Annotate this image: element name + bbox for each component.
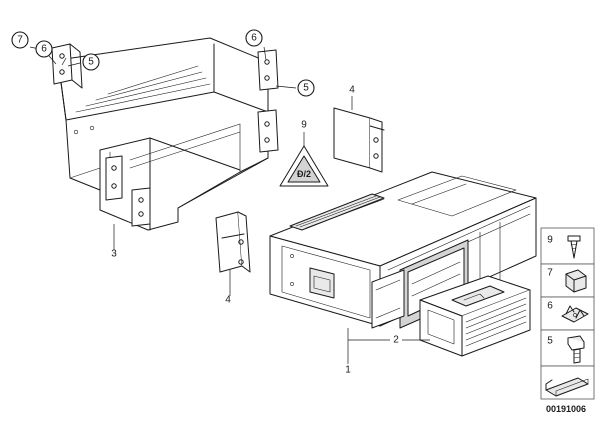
warning-symbol-text: Đ/2 xyxy=(297,169,311,179)
callout-9-label: 9 xyxy=(301,120,307,131)
legend-item-6-number: 6 xyxy=(547,301,553,312)
screw-icon xyxy=(567,235,581,259)
spring-clip-icon xyxy=(561,305,589,323)
part-label-4-lower: 4 xyxy=(225,295,231,306)
warning-triangle-icon: Đ/2 xyxy=(279,145,329,187)
callout-5-left: 5 xyxy=(82,53,100,71)
legend-item-5: 5 xyxy=(540,329,595,367)
cd-magazine-part-2 xyxy=(419,275,531,357)
callout-7-label: 7 xyxy=(17,35,23,46)
cd-changer-part-1 xyxy=(269,171,537,329)
part-label-4-upper: 4 xyxy=(349,85,355,96)
shim-wedge-icon xyxy=(545,377,589,397)
callout-5-right-label: 5 xyxy=(303,83,309,94)
legend-item-shim xyxy=(540,365,595,400)
legend-item-6: 6 xyxy=(540,296,595,331)
callout-6-left: 6 xyxy=(35,40,53,58)
callout-6-right-label: 6 xyxy=(251,33,257,44)
bolt-icon xyxy=(567,335,585,364)
document-number: 00191006 xyxy=(546,404,586,414)
callout-7: 7 xyxy=(11,31,29,49)
callout-9: 9 xyxy=(301,120,307,131)
hardware-legend: 9 7 6 xyxy=(540,227,595,400)
mounting-bracket-part-3 xyxy=(51,37,279,231)
part-label-3: 3 xyxy=(111,249,117,260)
legend-item-5-number: 5 xyxy=(547,336,553,347)
angle-bracket-part-4-upper xyxy=(333,107,385,173)
legend-item-7: 7 xyxy=(540,263,595,298)
legend-item-9-number: 9 xyxy=(547,235,553,246)
callout-5-left-label: 5 xyxy=(88,57,94,68)
callout-5-right: 5 xyxy=(297,79,315,97)
legend-item-9: 9 xyxy=(540,227,595,265)
callout-6-left-label: 6 xyxy=(41,44,47,55)
callout-6-right: 6 xyxy=(245,29,263,47)
part-label-2: 2 xyxy=(393,335,399,346)
leader-lines xyxy=(29,46,430,364)
angle-bracket-part-4-lower xyxy=(215,211,251,273)
clip-nut-icon xyxy=(565,269,587,293)
legend-item-7-number: 7 xyxy=(547,268,553,279)
part-label-1: 1 xyxy=(345,365,351,376)
